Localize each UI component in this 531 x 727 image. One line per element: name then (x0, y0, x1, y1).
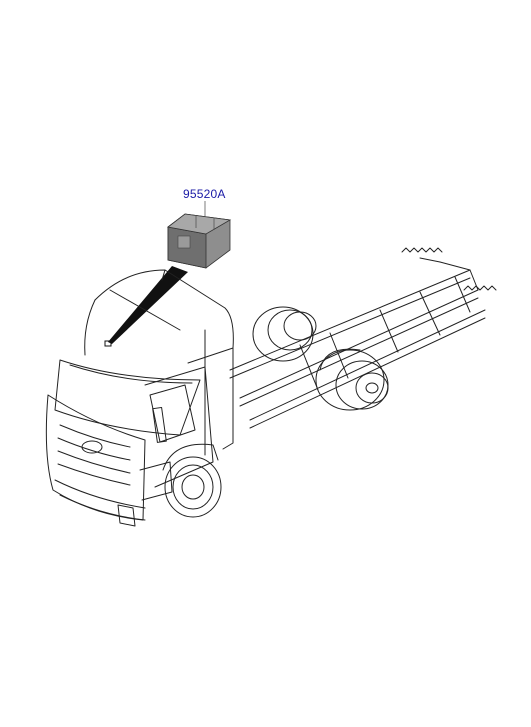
truck-cab (45, 269, 234, 527)
part-number-label: 95520A (183, 187, 226, 201)
front-wheel (162, 443, 222, 518)
mount-location-marker (104, 340, 112, 347)
rear-springs (401, 247, 497, 291)
rear-wheel-assembly (252, 306, 389, 411)
location-pointer (108, 266, 188, 344)
relay-module-part (167, 213, 232, 269)
chassis-frame (229, 257, 486, 429)
